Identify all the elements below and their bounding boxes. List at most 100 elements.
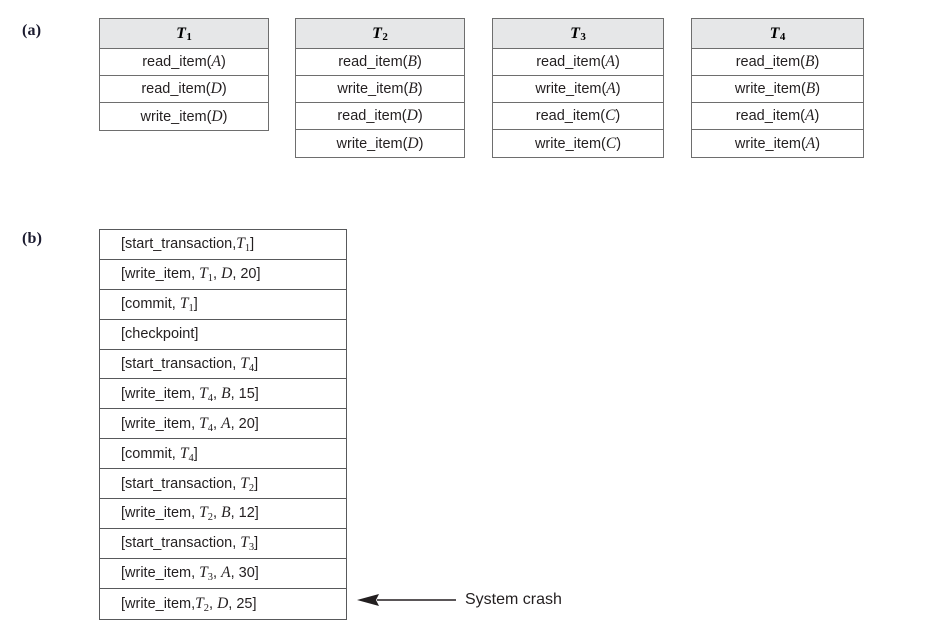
log-transaction-subscript: 4	[207, 422, 214, 434]
log-entry-suffix: ]	[193, 296, 198, 313]
operation-close-paren: )	[815, 81, 821, 97]
transaction-name: T	[176, 24, 186, 42]
transaction-operation-row: read_item(D)	[296, 103, 464, 130]
log-entry-transaction: T4	[179, 444, 194, 464]
transaction-operation-row: read_item(B)	[692, 49, 863, 76]
log-entry-suffix: ]	[250, 236, 255, 253]
operation-close-paren: )	[815, 135, 821, 152]
operation-name: write_item(	[734, 81, 806, 97]
log-transaction-subscript: 4	[188, 452, 194, 464]
system-crash-annotation: System crash	[357, 588, 562, 612]
transaction-operation-row: write_item(D)	[296, 130, 464, 157]
transaction-subscript: 3	[580, 30, 586, 43]
log-entry-row: [start_transaction, T2]	[100, 469, 346, 500]
operation-item: C	[605, 134, 617, 152]
operation-item: A	[805, 134, 816, 152]
log-transaction-name: T	[179, 444, 189, 462]
left-arrow-icon	[357, 594, 456, 606]
log-entry-row: [start_transaction, T3]	[100, 529, 346, 559]
log-entry-transaction: T1	[236, 235, 251, 255]
log-transaction-name: T	[236, 235, 245, 253]
log-entry-transaction: T2	[195, 595, 210, 614]
log-transaction-subscript: 2	[248, 482, 255, 494]
operation-item: D	[210, 80, 222, 97]
transaction-subscript: 2	[382, 30, 388, 43]
log-entry-suffix: ,	[213, 565, 222, 582]
log-entry-suffix: ,	[209, 595, 218, 612]
operation-close-paren: )	[418, 135, 424, 152]
operation-close-paren: )	[615, 81, 621, 97]
operation-name: read_item(	[338, 54, 408, 70]
transaction-name: T	[372, 24, 382, 42]
operation-name: read_item(	[141, 81, 211, 97]
log-entry-prefix: [commit,	[121, 445, 180, 462]
log-entry-prefix: [write_item,	[121, 505, 200, 522]
log-entry-value: , 12]	[230, 505, 259, 522]
log-transaction-name: T	[199, 265, 208, 283]
log-entry-row: [write_item, T3, A, 30]	[100, 559, 346, 589]
log-transaction-subscript: 2	[207, 512, 214, 524]
log-entry-prefix: [commit,	[121, 296, 180, 313]
log-entry-transaction: T1	[199, 265, 213, 284]
log-entry-transaction: T3	[199, 564, 213, 583]
log-transaction-subscript: 1	[244, 243, 251, 255]
log-transaction-name: T	[199, 384, 208, 402]
operation-item: D	[407, 134, 419, 152]
part-a-label: (a)	[22, 22, 42, 39]
log-entry-item: B	[221, 504, 231, 522]
transaction-operation-row: write_item(C)	[493, 130, 663, 157]
log-entry-item: A	[221, 414, 231, 432]
log-entry-prefix: [checkpoint]	[121, 326, 199, 343]
log-entry-value: , 20]	[230, 415, 259, 432]
operation-item: B	[805, 53, 815, 70]
transaction-operation-row: read_item(C)	[493, 103, 663, 130]
operation-name: write_item(	[534, 135, 606, 152]
transaction-operation-row: read_item(D)	[100, 76, 268, 103]
operation-item: A	[805, 107, 815, 124]
log-entry-transaction: T4	[199, 415, 214, 434]
log-entry-row: [write_item, T4, A, 20]	[100, 409, 346, 440]
log-entry-prefix: [start_transaction,	[121, 236, 237, 253]
log-entry-row: [write_item, T4, B, 15]	[100, 379, 346, 410]
operation-name: read_item(	[535, 108, 606, 124]
log-transaction-name: T	[179, 295, 189, 313]
log-entry-suffix: ]	[254, 356, 259, 372]
log-entry-row: [commit, T1]	[100, 290, 346, 320]
log-entry-value: , 30]	[230, 565, 259, 582]
operation-close-paren: )	[616, 135, 622, 152]
operation-name: read_item(	[536, 54, 606, 70]
log-entry-item: D	[217, 594, 229, 612]
log-entry-row: [write_item, T2, B, 12]	[100, 499, 346, 529]
operation-name: write_item(	[734, 135, 806, 152]
transaction-operation-row: read_item(B)	[296, 49, 464, 76]
transaction-operation-row: write_item(A)	[692, 130, 863, 157]
operation-close-paren: )	[221, 81, 227, 97]
transaction-subscript: 4	[779, 30, 786, 43]
operation-item: A	[605, 53, 615, 70]
log-entry-row: [commit, T4]	[100, 439, 346, 470]
log-entry-row: [checkpoint]	[100, 320, 346, 350]
log-transaction-subscript: 2	[203, 602, 210, 614]
log-entry-transaction: T4	[199, 384, 213, 404]
operation-item: A	[211, 53, 221, 70]
operation-item: B	[407, 53, 417, 70]
log-entry-suffix: ]	[254, 475, 259, 492]
log-transaction-name: T	[240, 534, 249, 552]
operation-close-paren: )	[614, 54, 620, 70]
log-entry-transaction: T2	[199, 504, 214, 524]
transaction-name: T	[769, 24, 780, 42]
log-entry-item: D	[221, 265, 233, 283]
operation-name: write_item(	[140, 108, 212, 125]
operation-close-paren: )	[417, 81, 423, 97]
operation-item: B	[805, 80, 816, 97]
operation-name: read_item(	[142, 54, 212, 70]
operation-name: write_item(	[337, 81, 409, 97]
log-entry-prefix: [start_transaction,	[121, 356, 241, 372]
log-transaction-subscript: 3	[248, 542, 255, 554]
transaction-name: T	[570, 24, 580, 42]
